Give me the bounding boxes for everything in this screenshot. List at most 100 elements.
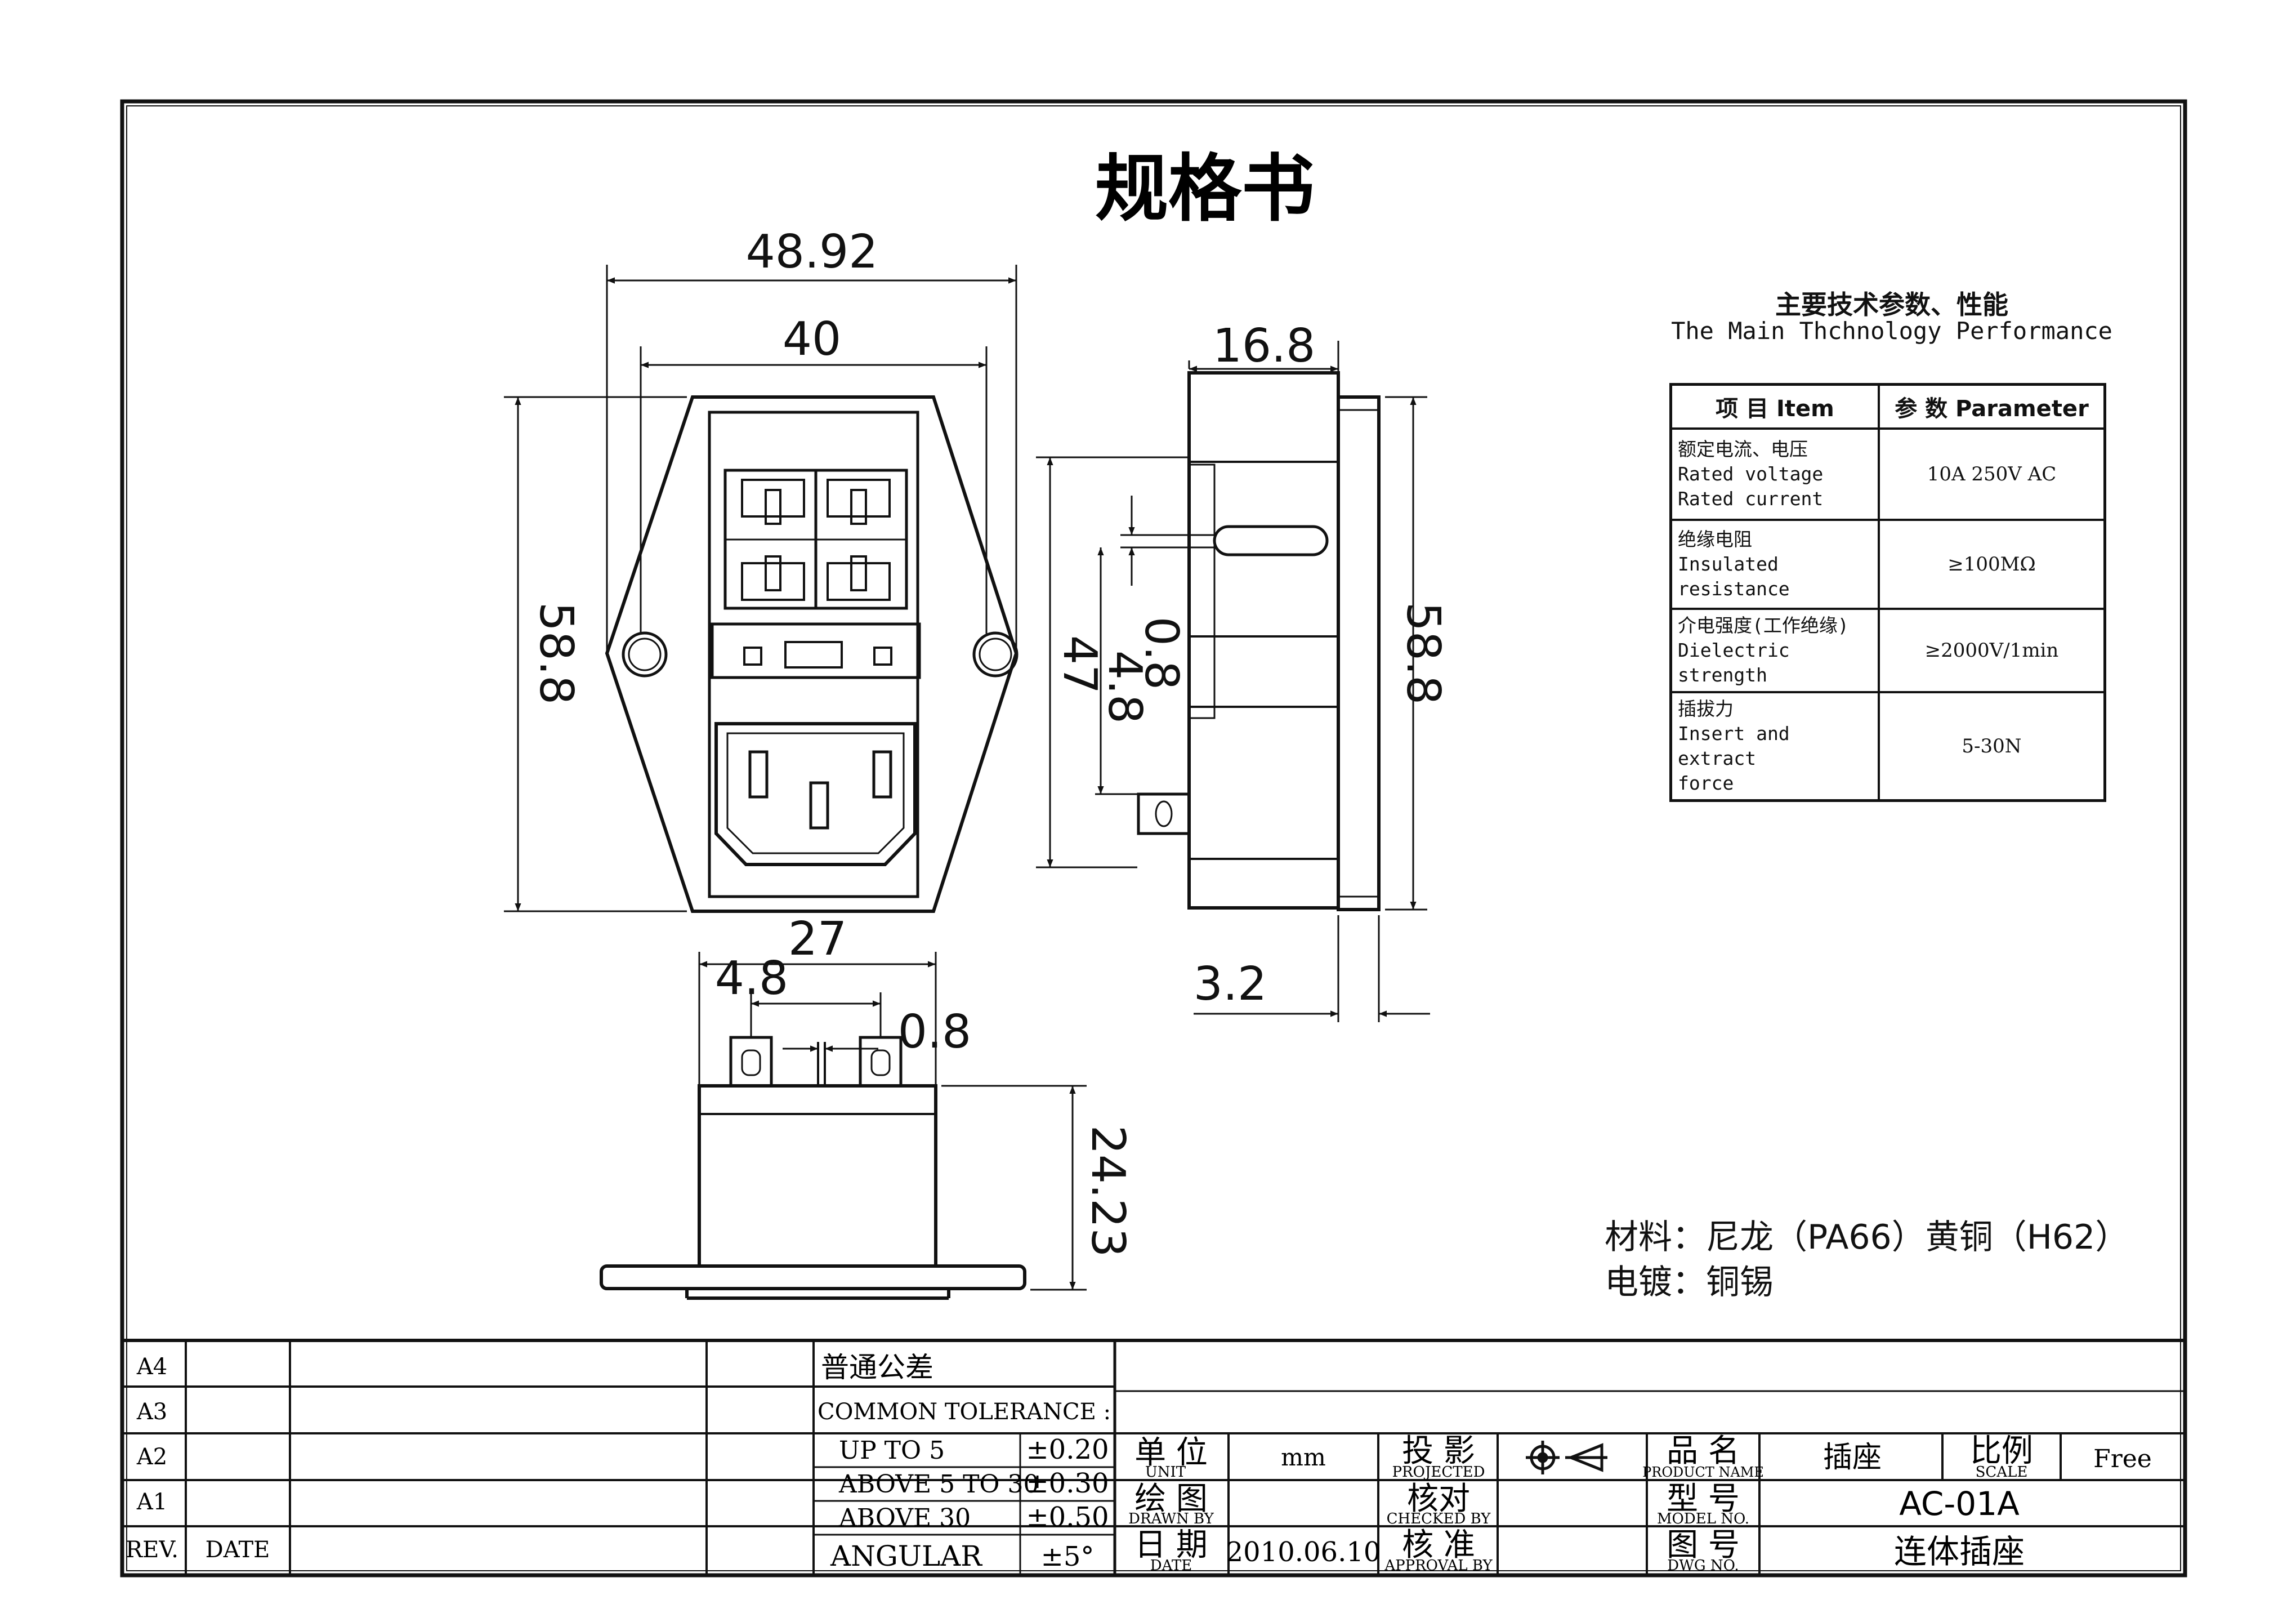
bottom-pin-left: [729, 1036, 773, 1088]
sheet-border-inner: [126, 105, 2181, 1571]
mount-hole-right: [972, 631, 1019, 678]
dwg-label-en: DWG NO.: [1667, 1557, 1739, 1574]
bottom-dimensions: [698, 952, 1087, 1291]
dim-side-pin-offset: 4.8: [1098, 650, 1151, 724]
table-row: 额定电流、电压 Rated voltage Rated current 10A …: [1669, 427, 2106, 521]
parameter-table: 项 目 Item 参 数 Parameter 额定电流、电压 Rated vol…: [1669, 383, 2106, 802]
side-dimensions: [1036, 341, 1430, 1022]
dim-side-depth: 16.8: [1213, 319, 1316, 373]
iec-inlet-outline: [714, 722, 917, 866]
row-item-cn: 介电强度(工作绝缘): [1678, 614, 1849, 636]
table-row: 插拔力 Insert and extract force 5-30N: [1669, 691, 2106, 802]
front-dimensions: [504, 265, 1017, 912]
model-label-en: MODEL NO.: [1657, 1510, 1749, 1527]
tolerance-value-3: ±0.50: [1026, 1501, 1109, 1533]
rev-a1: A1: [136, 1489, 167, 1515]
row-item-en: Insulated: [1678, 553, 1779, 575]
model-value: AC-01A: [1899, 1485, 2020, 1523]
scale-label-cn: 比例: [1970, 1433, 2033, 1469]
side-pin-top: [1213, 525, 1329, 556]
row-item-en2: resistance: [1678, 578, 1790, 600]
bottom-flange-outline: [600, 1264, 1026, 1290]
dim-side-pin-thick: 0.8: [1134, 617, 1188, 690]
row-item-cn: 插拔力: [1678, 698, 1734, 720]
projected-label-cn: 投 影: [1402, 1433, 1475, 1469]
tolerance-range-3: ABOVE 30: [838, 1504, 971, 1532]
fuse-holder-frame: [711, 622, 921, 679]
drawn-label-cn: 绘 图: [1134, 1481, 1208, 1517]
page-title: 规格书: [1095, 145, 1315, 231]
bottom-pin-right: [859, 1036, 903, 1088]
projection-symbol-icon: [1526, 1441, 1607, 1474]
side-pin-bottom: [1137, 792, 1191, 835]
dim-pin-spacing: 4.8: [715, 952, 788, 1005]
dim-side-height: 58.8: [1396, 602, 1450, 705]
dwg-value: 连体插座: [1894, 1532, 2025, 1571]
checked-label-cn: 核对: [1407, 1481, 1470, 1517]
side-view: [1137, 371, 1381, 911]
scale-label-en: SCALE: [1976, 1464, 2028, 1481]
col-param-header: 参 数 Parameter: [1878, 383, 2106, 430]
tolerance-value-1: ±0.20: [1026, 1434, 1109, 1465]
dim-bottom-width: 27: [788, 912, 847, 966]
table-row: 绝缘电阻 Insulated resistance ≥100MΩ: [1669, 519, 2106, 610]
row-value: ≥100MΩ: [1878, 519, 2106, 610]
inlet-pin-right: [872, 750, 892, 799]
product-label-cn: 品 名: [1667, 1433, 1740, 1469]
row-value: 10A 250V AC: [1878, 427, 2106, 521]
row-item-cn: 绝缘电阻: [1678, 528, 1752, 550]
dim-front-height: 58.8: [529, 602, 583, 705]
unit-label-en: UNIT: [1145, 1464, 1186, 1481]
date-label-en: DATE: [1150, 1557, 1192, 1574]
material-note: 材料：尼龙（PA66）黄铜（H62）: [1605, 1218, 2129, 1257]
projected-label-en: PROJECTED: [1392, 1464, 1485, 1481]
date-label: DATE: [206, 1537, 270, 1563]
row-item-en: Rated voltage: [1678, 463, 1824, 485]
tolerance-range-4: ANGULAR: [830, 1540, 982, 1572]
tolerance-value-2: ±0.30: [1026, 1468, 1109, 1499]
row-item-en: Dielectric strength: [1678, 639, 1790, 686]
plating-note: 电镀：铜锡: [1605, 1263, 1774, 1302]
mount-hole-left: [622, 631, 668, 678]
tolerance-heading-en: COMMON TOLERANCE :: [818, 1399, 1111, 1425]
rev-a2: A2: [136, 1444, 167, 1470]
row-item-en: Insert and extract: [1678, 723, 1790, 769]
dim-pin-thickness: 0.8: [898, 1005, 971, 1059]
tolerance-heading-cn: 普通公差: [821, 1351, 933, 1384]
rev-a3: A3: [136, 1399, 167, 1425]
approval-label-cn: 核 准: [1402, 1527, 1475, 1563]
side-flange-outline: [1337, 395, 1381, 911]
date-value: 2010.06.10: [1226, 1536, 1381, 1568]
title-block-grid: [120, 1339, 2187, 1577]
rev-label: REV.: [126, 1537, 178, 1563]
unit-value: mm: [1281, 1443, 1326, 1471]
product-value: 插座: [1823, 1441, 1882, 1474]
scale-value: Free: [2093, 1445, 2152, 1473]
dim-side-body: 47: [1053, 635, 1106, 694]
front-body-outline: [708, 411, 919, 898]
drawn-label-en: DRAWN BY: [1128, 1510, 1214, 1527]
date-label-cn: 日 期: [1134, 1527, 1208, 1563]
model-label-cn: 型 号: [1667, 1481, 1740, 1517]
row-value: ≥2000V/1min: [1878, 608, 2106, 693]
tolerance-range-2: ABOVE 5 TO 30: [838, 1470, 1039, 1499]
dim-flange: 3.2: [1194, 957, 1267, 1011]
unit-label-cn: 单 位: [1134, 1434, 1208, 1471]
inlet-pin-left: [748, 750, 769, 799]
dwg-label-cn: 图 号: [1667, 1527, 1740, 1563]
checked-label-en: CHECKED BY: [1387, 1510, 1491, 1527]
spec-heading-cn: 主要技术参数、性能: [1775, 289, 2008, 320]
row-value: 5-30N: [1878, 691, 2106, 802]
spec-heading-en: The Main Thchnology Performance: [1671, 317, 2112, 345]
rev-a4: A4: [136, 1354, 167, 1380]
tolerance-range-1: UP TO 5: [839, 1436, 945, 1465]
dim-front-width-outer: 48.92: [746, 225, 878, 279]
dim-front-width-inner: 40: [783, 313, 841, 366]
table-row: 介电强度(工作绝缘) Dielectric strength ≥2000V/1m…: [1669, 608, 2106, 693]
tolerance-value-4: ±5°: [1041, 1541, 1095, 1572]
dim-bottom-depth: 24.23: [1081, 1125, 1134, 1258]
col-item-header: 项 目 Item: [1669, 383, 1880, 430]
row-item-en2: Rated current: [1678, 488, 1824, 510]
